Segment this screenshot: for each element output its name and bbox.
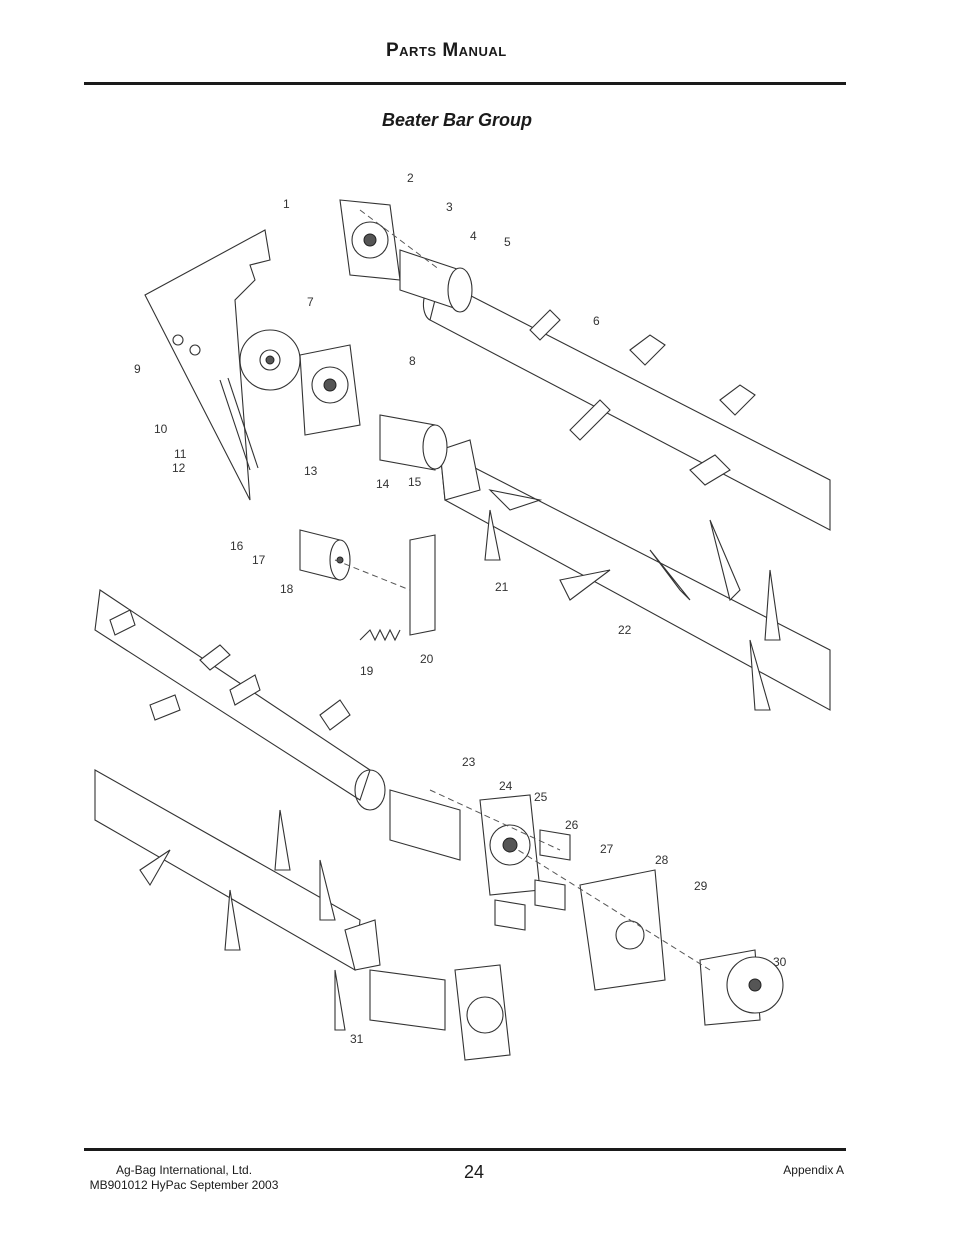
callout-15-top: 15 xyxy=(408,475,422,489)
lower-beater-tube xyxy=(94,589,371,801)
idler-roller xyxy=(299,529,351,581)
spacer-tubes-lower xyxy=(494,829,571,931)
callout-2-top: 2 xyxy=(407,171,414,185)
tension-spring xyxy=(359,628,401,642)
footer-appendix: Appendix A xyxy=(783,1163,844,1177)
callout-1-top: 1 xyxy=(283,197,290,211)
callout-8-top: 8 xyxy=(409,354,416,368)
bottom-coupler xyxy=(369,964,511,1061)
footer-company: Ag-Bag International, Ltd. xyxy=(115,1163,253,1177)
callout-9: 9 xyxy=(134,362,141,376)
spacer-tube-upper xyxy=(399,249,473,313)
callout-20: 20 xyxy=(420,652,434,666)
callout-22: 22 xyxy=(618,623,632,637)
beater-bar-exploded-diagram: 1 2 3 4 5 6 7 8 9 10 11 12 13 14 15 16 1… xyxy=(94,171,831,1061)
footer-company-block: Ag-Bag International, Ltd. MB901012 HyPa… xyxy=(84,1163,284,1193)
callout-12: 12 xyxy=(172,461,186,475)
callout-19: 19 xyxy=(360,664,374,678)
callout-7: 7 xyxy=(307,295,314,309)
hydraulic-motor xyxy=(699,949,784,1026)
sprocket xyxy=(239,329,301,391)
callout-26: 26 xyxy=(565,818,579,832)
callout-17: 17 xyxy=(252,553,266,567)
callout-31: 31 xyxy=(350,1032,364,1046)
side-plate xyxy=(144,229,271,501)
upper-bearing-flange xyxy=(339,199,401,281)
callout-13: 13 xyxy=(304,464,318,478)
callout-5-top: 5 xyxy=(504,235,511,249)
callout-25: 25 xyxy=(534,790,548,804)
lower-frame-tube xyxy=(94,769,381,1031)
upper-frame-tube xyxy=(439,439,831,711)
callout-29: 29 xyxy=(694,879,708,893)
manual-title: Parts Manual xyxy=(386,40,507,61)
motor-mount-plate xyxy=(579,869,666,991)
coupler xyxy=(379,414,448,471)
page-number: 24 xyxy=(464,1162,485,1182)
middle-bearing-flange xyxy=(299,344,361,436)
footer-rule xyxy=(84,1148,846,1151)
header-rule xyxy=(84,82,846,85)
callout-10: 10 xyxy=(154,422,168,436)
callout-labels: 1 2 3 4 5 6 7 8 9 10 11 12 13 14 15 16 1… xyxy=(134,171,787,1046)
callout-24: 24 xyxy=(499,779,513,793)
callout-18: 18 xyxy=(280,582,294,596)
shaft-ring xyxy=(354,769,386,811)
footer-doc-ref: MB901012 HyPac September 2003 xyxy=(89,1178,279,1192)
callout-28: 28 xyxy=(655,853,669,867)
callout-27: 27 xyxy=(600,842,614,856)
lower-bearing-assembly xyxy=(389,789,541,896)
section-title: Beater Bar Group xyxy=(382,110,533,130)
callout-16: 16 xyxy=(230,539,244,553)
callout-23: 23 xyxy=(462,755,476,769)
chain xyxy=(219,377,259,471)
callout-6: 6 xyxy=(593,314,600,328)
callout-14: 14 xyxy=(376,477,390,491)
upper-beater-tube xyxy=(422,279,831,531)
callout-4: 4 xyxy=(470,229,477,243)
callout-11: 11 xyxy=(174,447,187,461)
callout-21: 21 xyxy=(495,580,509,594)
callout-3-top: 3 xyxy=(446,200,453,214)
tensioner-arm xyxy=(409,534,436,636)
callout-30: 30 xyxy=(773,955,787,969)
